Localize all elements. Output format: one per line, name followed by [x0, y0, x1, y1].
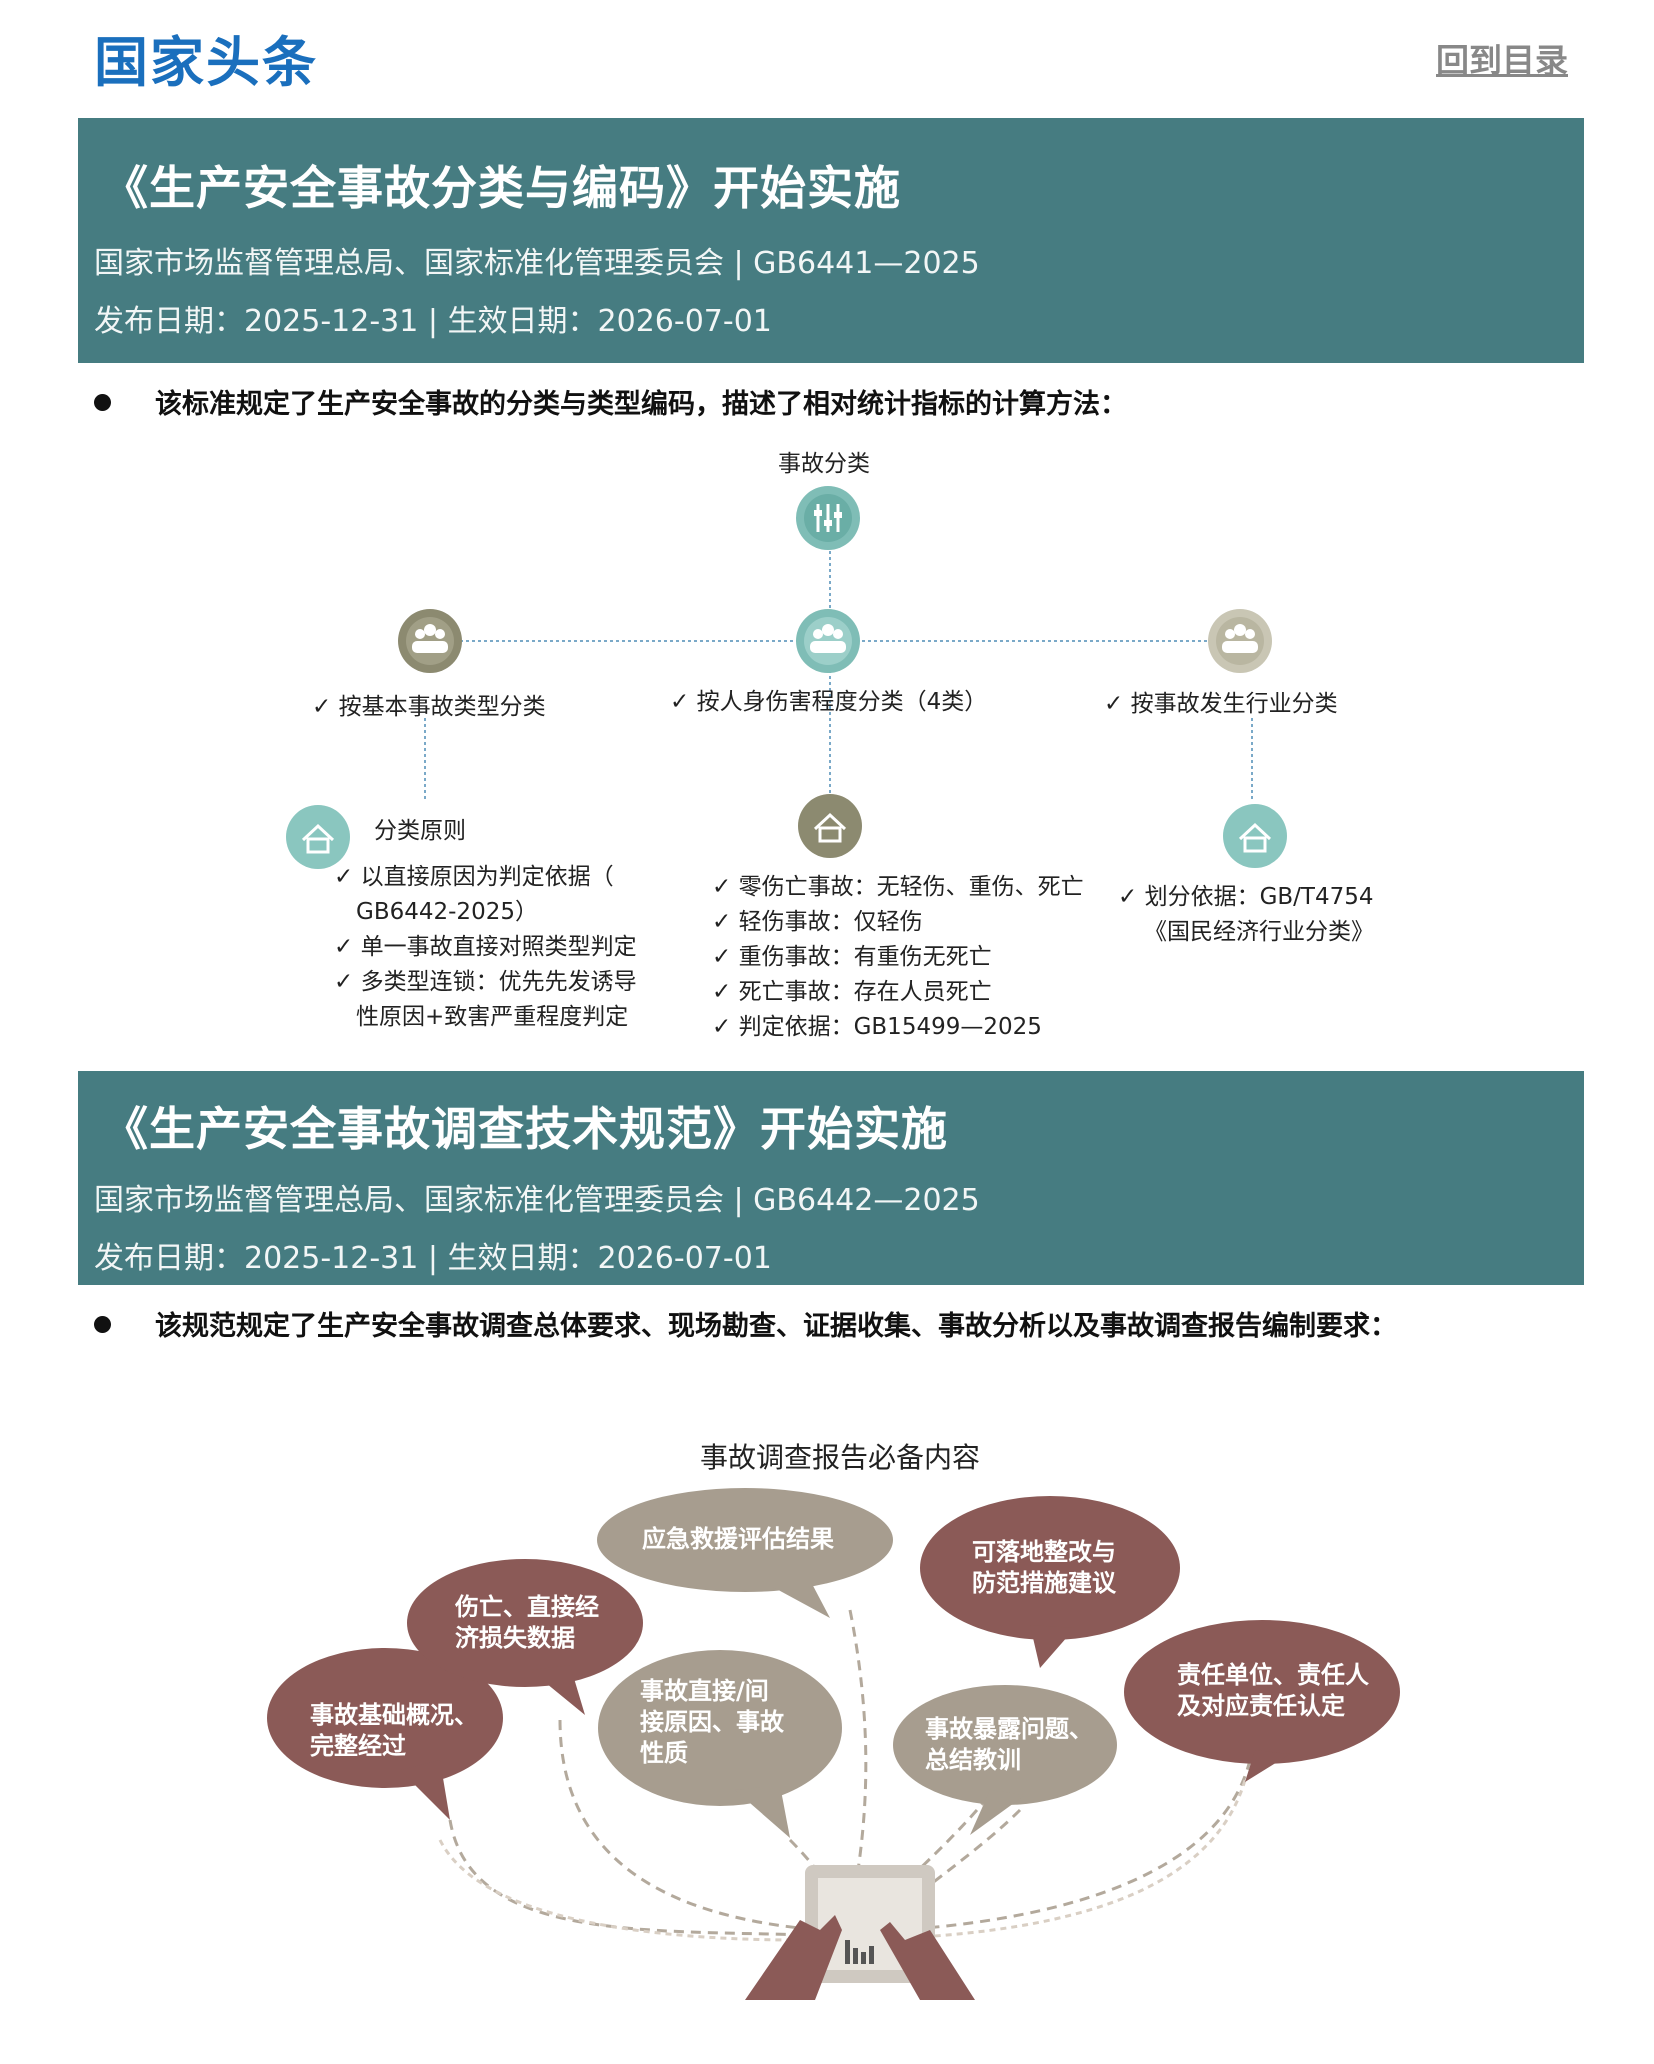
- report-contents-illustration: [267, 1488, 1400, 2000]
- list-item: ✓ 以直接原因为判定依据（: [334, 864, 614, 890]
- list-item: ✓ 单一事故直接对照类型判定: [334, 934, 637, 960]
- bubble-line: 及对应责任认定: [1177, 1692, 1345, 1720]
- home-icon: [286, 805, 350, 869]
- bubble-text-casualty-loss: 伤亡、直接经 济损失数据: [455, 1592, 599, 1654]
- bubble-line: 伤亡、直接经: [455, 1593, 599, 1621]
- branch3-label: ✓ 按事故发生行业分类: [1104, 691, 1338, 717]
- home-icon: [1223, 804, 1287, 868]
- section2-issuer: 国家市场监督管理总局、国家标准化管理委员会 | GB6442—2025: [94, 1183, 980, 1218]
- bubble-text-exposed-problems: 事故暴露问题、 总结教训: [925, 1714, 1093, 1776]
- bubble-responsibility: [1124, 1620, 1400, 1782]
- bubble-line: 防范措施建议: [972, 1569, 1116, 1597]
- bubble-exposed-problems: [893, 1685, 1117, 1835]
- bubble-emergency-rescue: [597, 1488, 893, 1618]
- section2-bullet: 该规范规定了生产安全事故调查总体要求、现场勘查、证据收集、事故分析以及事故调查报…: [94, 1304, 1397, 1343]
- list-item: 《国民经济行业分类》: [1144, 919, 1374, 945]
- branch2-list: ✓ 零伤亡事故：无轻伤、重伤、死亡 ✓ 轻伤事故：仅轻伤 ✓ 重伤事故：有重伤无…: [712, 870, 1084, 1045]
- section1-banner: 《生产安全事故分类与编码》开始实施 国家市场监督管理总局、国家标准化管理委员会 …: [78, 118, 1584, 363]
- bubble-line: 事故暴露问题、: [925, 1715, 1093, 1743]
- bubble-text-responsibility: 责任单位、责任人 及对应责任认定: [1177, 1660, 1369, 1722]
- home-icon: [798, 794, 862, 858]
- back-to-toc-link[interactable]: 回到目录: [1436, 41, 1568, 80]
- branch1-subtitle: 分类原则: [374, 818, 466, 844]
- bubble-text-basic-overview: 事故基础概况、 完整经过: [310, 1700, 478, 1762]
- hands-icon: [745, 1915, 975, 2000]
- brand-title: 国家头条: [94, 31, 318, 94]
- list-item: ✓ 轻伤事故：仅轻伤: [712, 909, 923, 935]
- section1-dates: 发布日期：2025-12-31 | 生效日期：2026-07-01: [94, 304, 772, 339]
- branch1-people-icon: [398, 609, 462, 673]
- list-item: 性原因+致害严重程度判定: [356, 1004, 629, 1030]
- bubble-text-causes-nature: 事故直接/间 接原因、事故 性质: [640, 1676, 784, 1769]
- bullet-dot: [94, 1316, 111, 1333]
- bubble-text-emergency-rescue: 应急救援评估结果: [642, 1524, 834, 1555]
- bubble-line: 完整经过: [310, 1732, 406, 1760]
- list-item: ✓ 死亡事故：存在人员死亡: [712, 979, 992, 1005]
- bubble-line: 接原因、事故: [640, 1708, 784, 1736]
- section1-bullet: 该标准规定了生产安全事故的分类与类型编码，描述了相对统计指标的计算方法：: [94, 382, 1127, 421]
- list-item: ✓ 零伤亡事故：无轻伤、重伤、死亡: [712, 874, 1084, 900]
- list-item: ✓ 划分依据：GB/T4754: [1118, 884, 1374, 910]
- section2-banner: 《生产安全事故调查技术规范》开始实施 国家市场监督管理总局、国家标准化管理委员会…: [78, 1071, 1584, 1285]
- bullet-dot: [94, 394, 111, 411]
- bubble-causes-nature: [598, 1650, 842, 1838]
- branch2-people-icon: [796, 609, 860, 673]
- bubble-line: 性质: [640, 1739, 688, 1767]
- section1-bullet-text: 该标准规定了生产安全事故的分类与类型编码，描述了相对统计指标的计算方法：: [155, 389, 1127, 420]
- branch3-people-icon: [1208, 609, 1272, 673]
- section2-dates: 发布日期：2025-12-31 | 生效日期：2026-07-01: [94, 1241, 772, 1276]
- section1-issuer: 国家市场监督管理总局、国家标准化管理委员会 | GB6441—2025: [94, 246, 980, 281]
- bubble-line: 责任单位、责任人: [1177, 1661, 1369, 1689]
- list-item: ✓ 多类型连锁：优先先发诱导: [334, 969, 637, 995]
- section2-bullet-text: 该规范规定了生产安全事故调查总体要求、现场勘查、证据收集、事故分析以及事故调查报…: [155, 1311, 1397, 1342]
- list-item: ✓ 判定依据：GB15499—2025: [712, 1014, 1042, 1040]
- bubble-text-rectification: 可落地整改与 防范措施建议: [972, 1537, 1116, 1599]
- bubble-line: 事故直接/间: [640, 1677, 769, 1705]
- diagram-root-label: 事故分类: [778, 451, 870, 477]
- bubble-line: 应急救援评估结果: [642, 1525, 834, 1553]
- section2-title: 《生产安全事故调查技术规范》开始实施: [102, 1102, 948, 1156]
- branch1-label: ✓ 按基本事故类型分类: [312, 694, 546, 720]
- branch2-label: ✓ 按人身伤害程度分类（4类）: [670, 689, 988, 715]
- section1-title: 《生产安全事故分类与编码》开始实施: [102, 161, 901, 215]
- bubble-rectification: [920, 1496, 1180, 1668]
- figure-title: 事故调查报告必备内容: [700, 1441, 981, 1474]
- branch1-list: ✓ 以直接原因为判定依据（ GB6442-2025） ✓ 单一事故直接对照类型判…: [334, 860, 637, 1035]
- root-node-icon: [796, 486, 860, 550]
- bubble-line: 可落地整改与: [972, 1538, 1116, 1566]
- list-item: GB6442-2025）: [356, 899, 538, 925]
- bubble-line: 济损失数据: [455, 1624, 575, 1652]
- bubble-basic-overview: [267, 1648, 503, 1820]
- bubble-casualty-loss: [407, 1559, 643, 1715]
- bubble-line: 总结教训: [925, 1746, 1021, 1774]
- bubble-line: 事故基础概况、: [310, 1701, 478, 1729]
- classification-diagram: [286, 486, 1287, 869]
- list-item: ✓ 重伤事故：有重伤无死亡: [712, 944, 992, 970]
- branch3-list: ✓ 划分依据：GB/T4754 《国民经济行业分类》: [1118, 880, 1374, 950]
